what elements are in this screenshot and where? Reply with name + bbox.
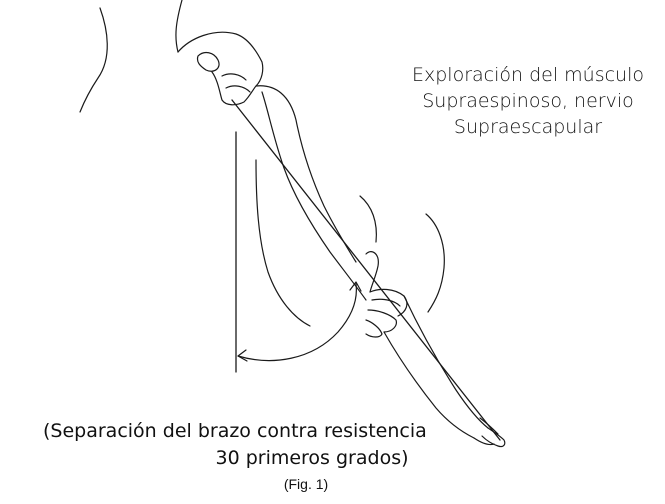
- arm-inner-contour: [261, 91, 367, 301]
- figure-label: (Fig. 1): [283, 476, 329, 492]
- examiner-hand-shoulder: [177, 31, 264, 106]
- examiner-hand-resisting: [365, 251, 408, 338]
- arc-arrowhead-left: [237, 349, 248, 362]
- back-contour-1: [359, 195, 377, 243]
- title-line-1: Exploración del músculo: [411, 64, 644, 86]
- caption-line-2: 30 primeros grados): [215, 447, 409, 469]
- caption-line-1: (Separación del brazo contra resistencia: [43, 420, 427, 442]
- torso-outline: [79, 7, 108, 113]
- back-contour-2: [425, 213, 445, 313]
- diagram-title: Exploración del músculo Supraespinoso, n…: [392, 62, 664, 140]
- shoulder-contour: [255, 85, 357, 263]
- forearm-lower: [383, 331, 475, 439]
- hand-fingers: [473, 417, 506, 448]
- torso-side: [255, 159, 311, 327]
- forearm-upper: [403, 295, 489, 429]
- title-line-3: Supraescapular: [453, 116, 603, 138]
- arm-axis-line: [231, 99, 501, 441]
- angle-arc: [237, 283, 357, 362]
- title-line-2: Supraespinoso, nervio: [422, 90, 634, 112]
- arc-arrowhead-top: [349, 281, 362, 292]
- neck-outline: [175, 0, 183, 53]
